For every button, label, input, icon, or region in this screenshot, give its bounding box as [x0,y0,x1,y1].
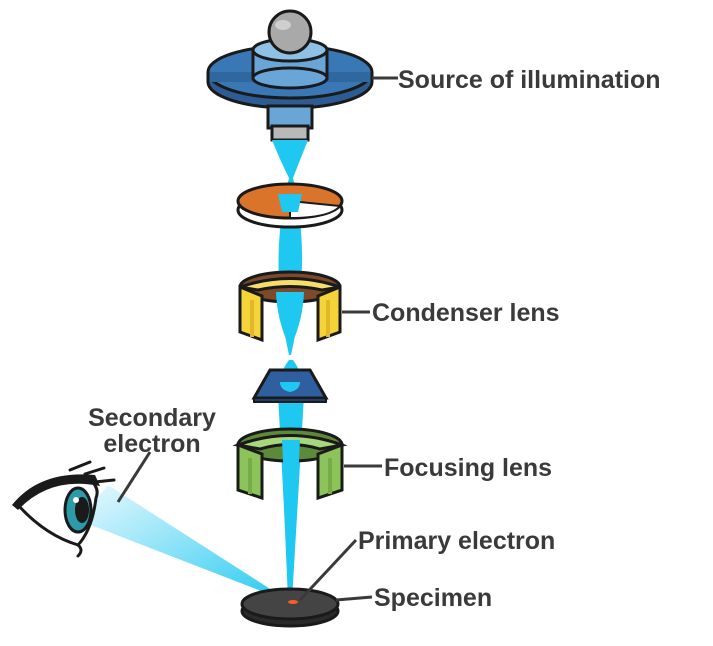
label-focusing-lens: Focusing lens [384,454,552,482]
label-source-of-illumination: Source of illumination [398,66,661,94]
focusing-lens [232,427,348,501]
label-primary-electron: Primary electron [358,527,555,555]
label-secondary-electron-line1: Secondary [88,404,216,432]
leader-lines [116,76,398,602]
label-condenser-lens: Condenser lens [372,299,560,327]
condenser-lens [238,270,342,346]
illumination-source [206,9,374,142]
specimen [240,587,340,628]
label-specimen: Specimen [374,584,492,612]
secondary-electron-beam [78,485,292,603]
label-secondary-electron-line2: electron [103,430,200,458]
eye-icon [12,460,116,558]
aperture-disk [236,182,344,229]
stage-plate [251,368,329,403]
